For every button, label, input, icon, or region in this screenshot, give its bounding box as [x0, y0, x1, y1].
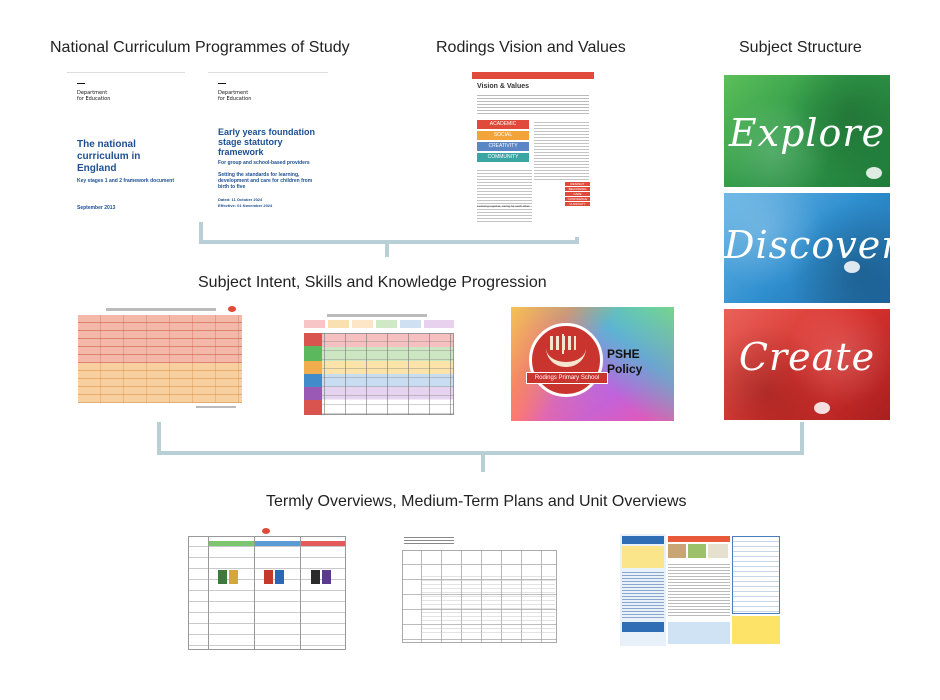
structure-tile-discover: Discover [724, 193, 890, 303]
connector-bottom-bracket [157, 451, 804, 455]
structure-label-discover: Discover [724, 223, 890, 267]
heading-vision-values: Rodings Vision and Values [436, 39, 626, 56]
connector-top-center-leg [385, 243, 389, 257]
heading-termly-overviews: Termly Overviews, Medium-Term Plans and … [266, 493, 687, 510]
school-badge-icon [814, 402, 830, 414]
medium-term-plan-document [400, 533, 559, 645]
vision-value-community: COMMUNITY [477, 153, 529, 162]
heading-subject-structure: Subject Structure [739, 39, 862, 56]
heading-national-curriculum: National Curriculum Programmes of Study [50, 39, 350, 56]
skills-progression-document [302, 313, 456, 417]
vision-value-academic: ACADEMIC EXCELLENCE [477, 120, 529, 136]
vision-side-values: RESPECT BELONGING CARE CONFIDENCE CURIOS… [565, 182, 590, 206]
pshe-title-line1: PSHE [607, 347, 640, 361]
connector-bottom-left-leg [157, 422, 161, 455]
structure-tile-create: Create [724, 309, 890, 420]
connector-top-bracket [199, 240, 579, 244]
progression-grid-document [76, 305, 244, 413]
vision-values-document: Vision & Values ACADEMIC EXCELLENCE SOCI… [472, 72, 594, 237]
unit-overview-document [620, 534, 782, 646]
structure-tile-explore: Explore [724, 75, 890, 187]
structure-label-explore: Explore [728, 111, 886, 155]
vision-side-text [534, 120, 589, 180]
vision-motto: Learning together, caring for each other [477, 204, 530, 208]
pshe-policy-cover: Rodings Primary School PSHE Policy [511, 307, 674, 421]
vision-value-creativity: CREATIVITY [477, 142, 529, 151]
school-badge-icon [866, 167, 882, 179]
viking-ship-icon [546, 348, 586, 367]
termly-overview-document [188, 528, 346, 650]
eyfs-body: Setting the standards for learning, deve… [218, 172, 313, 190]
vision-intro-lines [477, 93, 589, 115]
heading-intent-progression: Subject Intent, Skills and Knowledge Pro… [198, 274, 547, 291]
nc-title: The national curriculum in England [77, 139, 141, 174]
pshe-badge: Rodings Primary School [526, 323, 608, 397]
structure-label-create: Create [738, 335, 876, 379]
vision-value-social: SOCIAL EXCELLENCE [477, 131, 529, 147]
vision-banner [472, 72, 594, 79]
connector-bottom-center-leg [481, 454, 485, 472]
eyfs-dated: Dated: 11 October 2024 [218, 197, 263, 202]
vision-body-text [477, 168, 532, 222]
school-badge-icon [844, 261, 860, 273]
connector-bottom-right-leg [800, 422, 804, 455]
eyfs-subtitle: For group and school-based providers [218, 160, 310, 166]
eyfs-title: Early years foundation stage statutory f… [218, 127, 316, 157]
pshe-school-name: Rodings Primary School [526, 372, 608, 384]
nc-date: September 2013 [77, 205, 116, 211]
connector-top-left-leg [199, 222, 203, 244]
nc-subtitle: Key stages 1 and 2 framework document [77, 178, 174, 184]
vision-title: Vision & Values [477, 83, 530, 90]
book-cover-thumbnails [218, 570, 338, 586]
pshe-title-line2: Policy [607, 362, 643, 376]
eyfs-effective: Effective: 01 November 2024 [218, 203, 273, 208]
